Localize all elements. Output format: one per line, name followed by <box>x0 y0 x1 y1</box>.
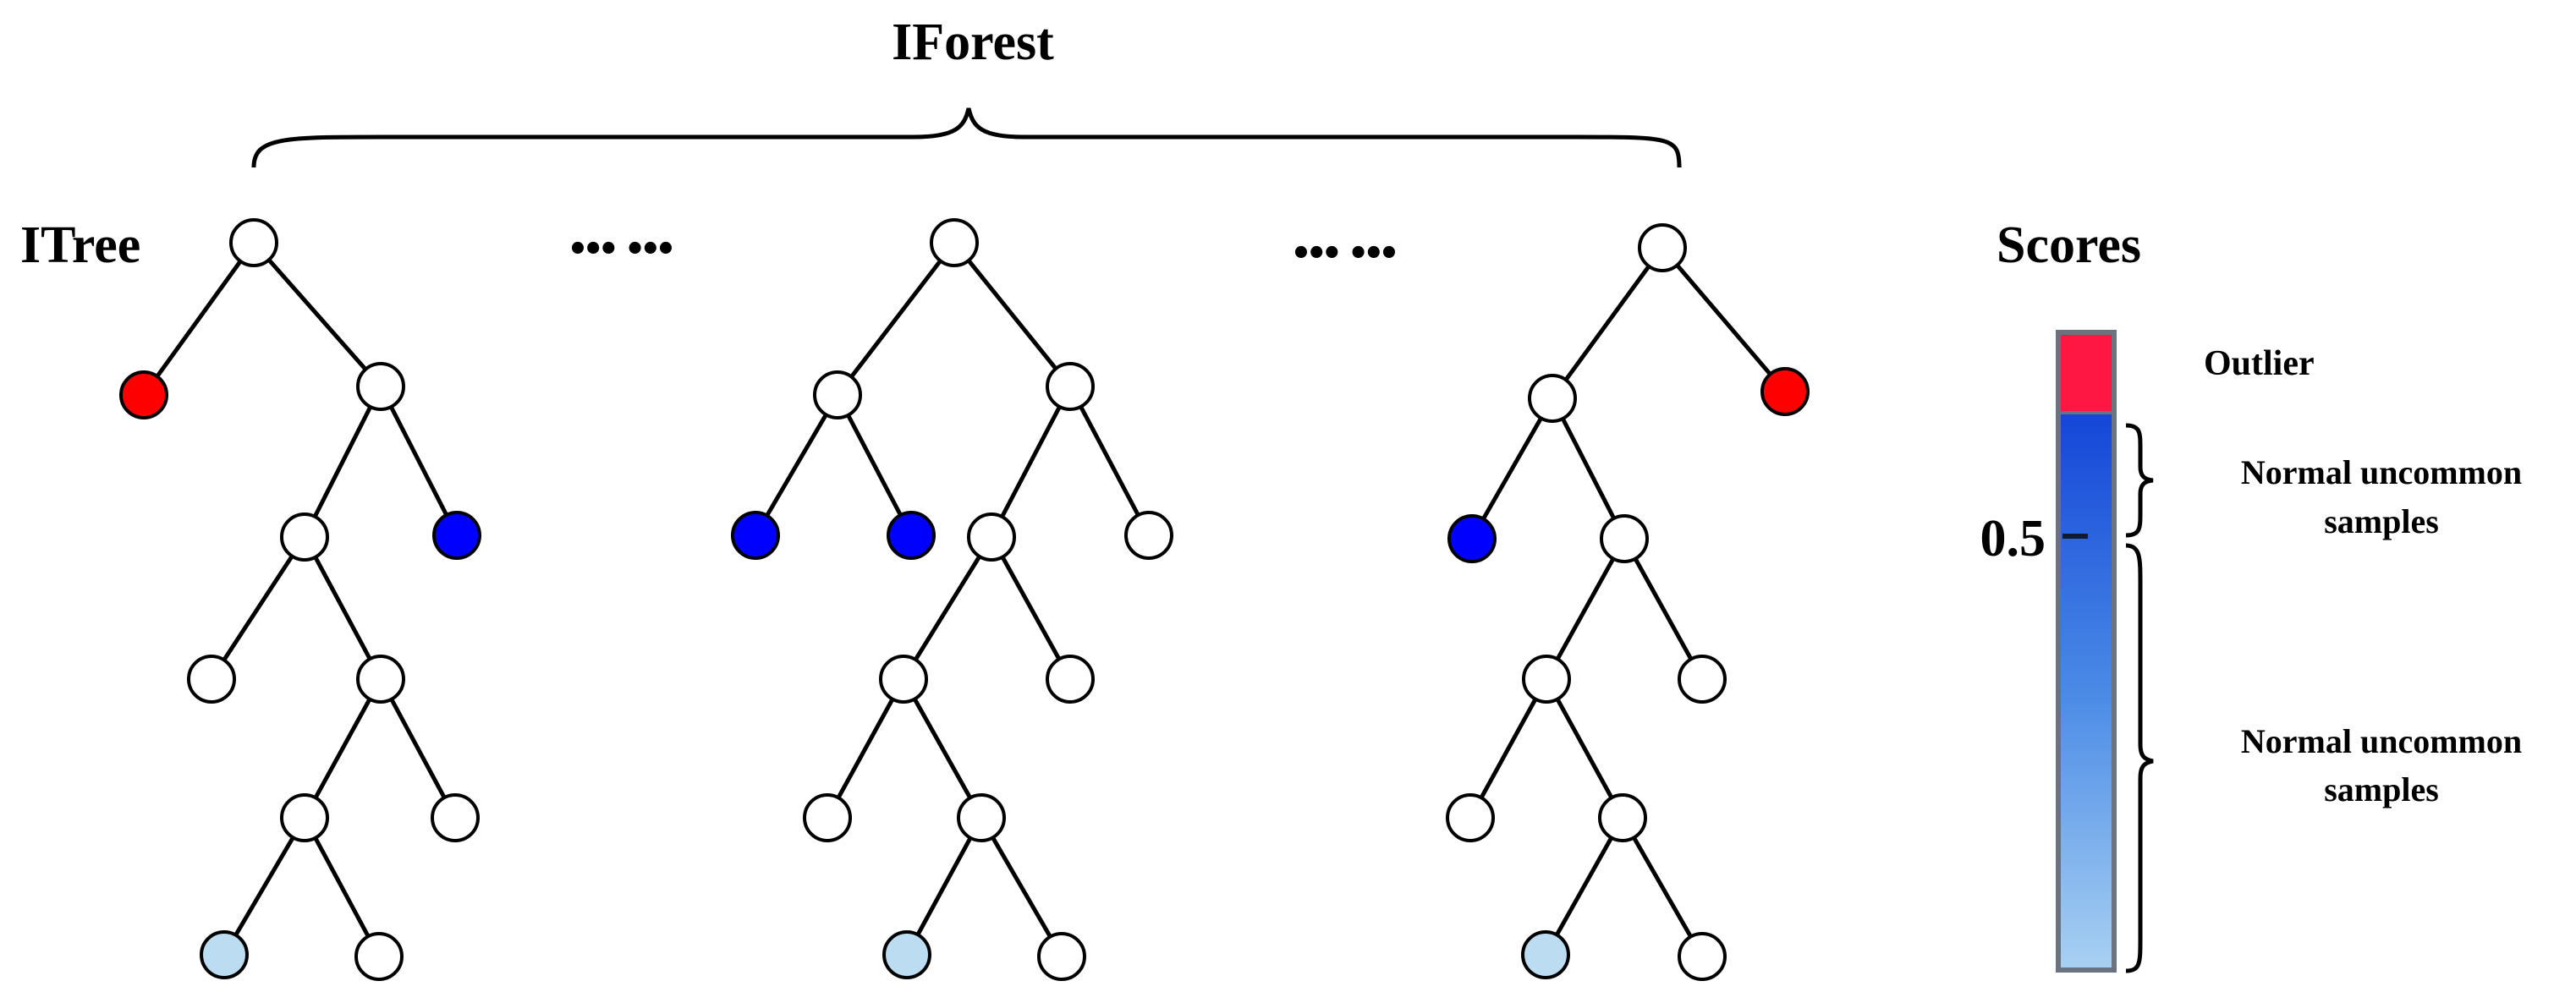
outlier-label: Outlier <box>2204 344 2315 383</box>
leaf-node <box>1678 655 1727 704</box>
forest-brace <box>251 107 1682 168</box>
outlier-node <box>119 370 168 419</box>
lower-label-line2: samples <box>2324 770 2439 808</box>
internal-node <box>280 793 329 842</box>
normal-node <box>432 511 481 560</box>
deep-node <box>1521 930 1570 979</box>
internal-node <box>356 655 405 704</box>
internal-node <box>957 793 1006 842</box>
leaf-node <box>1446 793 1495 842</box>
internal-node <box>356 362 405 411</box>
root-node <box>1638 223 1687 272</box>
internal-node <box>1528 374 1577 423</box>
internal-node <box>879 655 928 704</box>
internal-node <box>1522 655 1571 704</box>
leaf-node <box>1046 655 1095 704</box>
root-node <box>930 218 979 267</box>
ellipsis-2: ••• ••• <box>1293 228 1397 277</box>
deep-node <box>882 930 931 979</box>
internal-node <box>1598 793 1647 842</box>
lower-brace <box>2125 543 2154 973</box>
score-bar <box>2056 330 2117 973</box>
tree-edges <box>1468 245 1788 959</box>
title: IForest <box>892 14 1054 71</box>
internal-node <box>967 512 1016 562</box>
internal-node <box>1600 514 1649 563</box>
itree-2 <box>731 218 1173 981</box>
outlier-node <box>1760 367 1810 416</box>
upper-label-line2: samples <box>2324 502 2439 540</box>
upper-brace <box>2125 423 2154 538</box>
leaf-node <box>187 655 236 704</box>
itree-1 <box>119 218 481 981</box>
upper-label-line1: Normal uncommon <box>2241 453 2522 491</box>
leaf-node <box>1124 511 1173 560</box>
leaf-node <box>431 793 480 842</box>
normal-node <box>887 511 936 560</box>
leaf-node <box>1678 932 1727 981</box>
itree-3 <box>1446 223 1810 981</box>
tick-label: 0.5 <box>1980 510 2046 567</box>
ellipsis-1: ••• ••• <box>570 224 673 272</box>
leaf-node <box>1037 932 1086 981</box>
internal-node <box>813 370 862 419</box>
tree-edges <box>753 240 1151 959</box>
normal-node <box>731 511 780 560</box>
internal-node <box>1046 362 1095 411</box>
leaf-node <box>354 932 404 981</box>
scores-title: Scores <box>1997 216 2141 274</box>
leaf-node <box>803 793 852 842</box>
lower-label-line1: Normal uncommon <box>2241 722 2522 760</box>
tree-edges <box>141 240 459 959</box>
deep-node <box>200 930 249 979</box>
root-node <box>229 218 278 267</box>
normal-segment <box>2061 414 2112 967</box>
outlier-segment <box>2061 335 2112 411</box>
normal-node <box>1447 514 1497 563</box>
tree-label: ITree <box>20 216 140 274</box>
internal-node <box>280 512 329 562</box>
